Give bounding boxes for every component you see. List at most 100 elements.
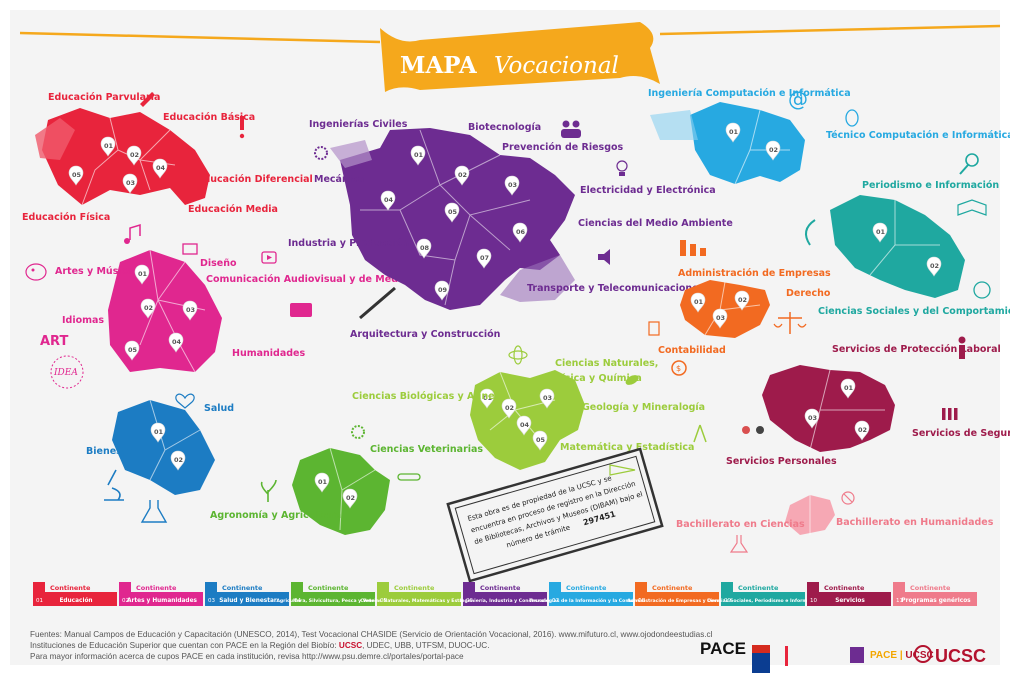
label-educacion-media: Educación Media (188, 204, 278, 215)
legend-icon (893, 582, 905, 592)
label-medio-ambiente: Ciencias del Medio Ambiente (578, 218, 733, 229)
pin-ingenieria-2: 02 (458, 171, 467, 179)
globe-icon (973, 281, 991, 299)
legend-icon (721, 582, 733, 592)
speaker-icon (598, 249, 610, 265)
svg-text:@: @ (788, 87, 808, 111)
ruler-icon (609, 464, 636, 476)
pace-ucsc-logo-1: PACE (870, 650, 898, 661)
label-prevencion-riesgos: Prevención de Riesgos (502, 142, 624, 153)
region-genericos: Bachillerato en Ciencias Bachillerato en… (676, 491, 994, 553)
legend-heading: Continente (824, 584, 865, 592)
legend-swatch (205, 592, 289, 606)
label-bachillerato-ciencias: Bachillerato en Ciencias (676, 519, 805, 530)
legend-heading: Continente (136, 584, 177, 592)
legend-label: Administración de Empresas y Derecho (627, 597, 729, 604)
label-periodismo: Periodismo e Información (862, 180, 999, 191)
label-ciencias-sociales: Ciencias Sociales y del Comportamiento (818, 306, 1010, 317)
atom-icon (508, 345, 528, 365)
legend-label: Ingeniería, Industria y Construcción (460, 597, 553, 604)
label-fisica-quimica: Física y Química (555, 373, 642, 384)
legend-number: 02 (122, 598, 129, 604)
label-transporte: Transporte y Telecomunicaciones (527, 283, 705, 294)
gear-icon (351, 425, 365, 439)
label-matematica: Matemática y Estadística (560, 442, 694, 453)
label-ciencias-veterinarias: Ciencias Veterinarias (370, 444, 483, 455)
label-tecnico-computacion: Técnico Computación e Informática (826, 130, 1010, 141)
compass-icon (693, 424, 707, 443)
label-contabilidad: Contabilidad (658, 345, 726, 356)
legend-heading: Continente (566, 584, 607, 592)
pin-sociales-1: 01 (876, 228, 886, 236)
pace-ucsc-mark (850, 647, 864, 663)
label-geologia: Geología y Mineralogía (582, 402, 705, 413)
label-diseno: Diseño (200, 258, 237, 269)
plant-icon (260, 479, 277, 502)
pin-artes-5: 05 (128, 346, 138, 354)
legend-heading: Continente (50, 584, 91, 592)
legend-heading: Continente (652, 584, 693, 592)
legend-number: 05 (380, 598, 387, 604)
legend-swatch (33, 592, 117, 606)
legend-swatch (549, 592, 633, 606)
worker-icon (958, 336, 966, 359)
pin-ingenieria-5: 05 (448, 208, 458, 216)
pin-administracion-2: 02 (738, 296, 747, 304)
pin-ciencias-2: 02 (505, 404, 514, 412)
legend-label: Artes y Humanidades (127, 598, 197, 604)
legend-number: 01 (36, 598, 43, 604)
legend-item-03: Continente 03 Salud y Bienestar (205, 582, 289, 606)
legend-number: 09 (724, 598, 731, 604)
label-biotecnologia: Biotecnología (468, 122, 541, 133)
pin-sociales-2: 02 (930, 262, 939, 270)
calculator-icon (648, 321, 660, 336)
pin-computacion-1: 01 (729, 128, 739, 136)
region-educacion: 01 02 04 03 05 Educación Parvularia Educ… (22, 92, 313, 223)
region-salud: 01 02 Salud Bienestar (86, 393, 234, 523)
region-agricultura: 01 02 Ciencias Veterinarias Agronomía y … (210, 425, 483, 535)
legend-heading: Continente (910, 584, 951, 592)
label-seguridad: Servicios de Seguridad (912, 428, 1010, 439)
magnifier-icon (959, 153, 979, 175)
camera-icon (290, 303, 312, 317)
legend-label: Agricultura, Silvicultura, Pesca y Veter… (276, 598, 391, 604)
region-sociales: 01 02 Periodismo e Información Ciencias … (805, 153, 1010, 317)
legend-label: Salud y Bienestar (219, 598, 277, 604)
pin-artes-1: 01 (138, 270, 148, 278)
pin-servicios-2: 02 (858, 426, 867, 434)
label-humanidades: Humanidades (232, 348, 305, 359)
footer-more-info: Para mayor información acerca de cupos P… (30, 652, 464, 661)
pin-ciencias-4: 04 (520, 421, 530, 429)
pin-salud-1: 01 (154, 428, 164, 436)
footer-institutions-post: , UDEC, UBB, UTFSM, DUOC-UC. (362, 641, 490, 650)
footer-institutions: Instituciones de Educación Superior que … (30, 641, 489, 650)
thermometer-icon (397, 473, 421, 481)
legend-icon (377, 582, 389, 592)
label-electricidad: Electricidad y Electrónica (580, 185, 716, 196)
flask-icon (140, 500, 168, 523)
legend-icon (119, 582, 131, 592)
legend-icon (463, 582, 475, 592)
label-comunicacion-audiovisual: Comunicación Audiovisual y de Medios (206, 274, 414, 285)
ucsc-seal-icon (914, 645, 932, 663)
legend-number: 11 (896, 598, 903, 604)
footer-sources: Fuentes: Manual Campos de Educación y Ca… (30, 630, 713, 639)
pin-educacion-2: 02 (130, 151, 139, 159)
label-ingenierias-civiles: Ingenierías Civiles (309, 119, 408, 130)
label-proteccion-laboral: Servicios de Protección Laboral (832, 344, 1001, 355)
region-artes: 01 02 03 04 05 Artes y Música Diseño Com… (25, 223, 414, 389)
legend-swatch (721, 592, 805, 606)
legend-heading: Continente (222, 584, 263, 592)
pencil-icon (140, 92, 155, 107)
pin-administracion-3: 03 (716, 314, 725, 322)
legend-number: 03 (208, 598, 215, 604)
pin-artes-4: 04 (172, 338, 182, 346)
label-educacion-parvularia: Educación Parvularia (48, 92, 160, 103)
exclamation-icon (239, 116, 245, 139)
ministry-logo (785, 646, 810, 666)
